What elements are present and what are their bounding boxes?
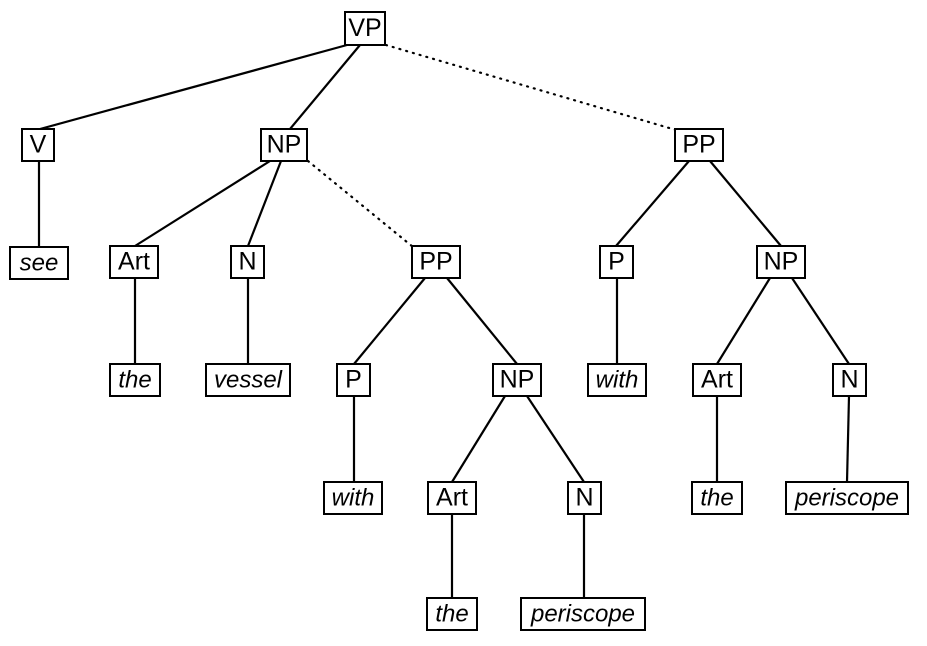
node-box-n_mid — [567, 481, 602, 515]
node-box-v — [21, 128, 55, 162]
node-box-np_mid — [492, 363, 542, 397]
tree-edge-np1-n1 — [246, 160, 283, 247]
node-label-the_r: the — [700, 484, 733, 511]
node-box-the_r — [691, 481, 743, 515]
tree-node-v[interactable]: V — [21, 128, 55, 162]
node-box-n1 — [230, 245, 265, 279]
node-label-np_right: NP — [764, 248, 799, 276]
node-label-pp_mid: PP — [419, 248, 452, 276]
tree-node-np_mid[interactable]: NP — [492, 363, 542, 397]
tree-edge-n_right-peri_r — [845, 395, 851, 483]
tree-node-the_r[interactable]: the — [691, 481, 743, 515]
node-label-np1: NP — [267, 131, 302, 159]
node-label-p_right: P — [608, 248, 625, 276]
node-box-np1 — [260, 128, 308, 162]
node-box-with_r — [587, 363, 647, 397]
tree-node-n1[interactable]: N — [230, 245, 265, 279]
tree-node-pp_mid[interactable]: PP — [411, 245, 461, 279]
node-box-vessel — [205, 363, 291, 397]
tree-edge-vp-pp_right — [384, 43, 678, 132]
tree-edge-np_right-art_right — [716, 277, 771, 365]
tree-node-with_r[interactable]: with — [587, 363, 647, 397]
tree-edge-np_mid-n_mid — [526, 395, 585, 483]
node-label-art1: Art — [118, 248, 150, 276]
node-box-pp_right — [674, 128, 724, 162]
tree-edge-pp_mid-p_mid — [353, 277, 426, 365]
node-label-peri_m: periscope — [530, 600, 635, 627]
tree-node-the_m[interactable]: the — [426, 597, 478, 631]
node-label-np_mid: NP — [500, 366, 535, 394]
tree-node-p_right[interactable]: P — [599, 245, 634, 279]
node-box-see — [9, 246, 69, 280]
tree-node-art1[interactable]: Art — [109, 245, 159, 279]
tree-node-peri_r[interactable]: periscope — [785, 481, 909, 515]
node-box-with_m — [323, 481, 383, 515]
node-label-vp: VP — [348, 14, 381, 42]
node-box-art1 — [109, 245, 159, 279]
node-label-with_m: with — [332, 484, 375, 511]
tree-node-n_right[interactable]: N — [832, 363, 867, 397]
tree-edge-pp_right-p_right — [615, 160, 690, 247]
node-label-see: see — [20, 249, 59, 276]
node-box-n_right — [832, 363, 867, 397]
tree-node-np_right[interactable]: NP — [756, 245, 806, 279]
node-box-the1 — [109, 363, 161, 397]
node-box-pp_mid — [411, 245, 461, 279]
node-label-pp_right: PP — [682, 131, 715, 159]
node-box-peri_r — [785, 481, 909, 515]
tree-node-with_m[interactable]: with — [323, 481, 383, 515]
tree-edge-vp-v — [39, 43, 348, 131]
node-box-art_right — [692, 363, 742, 397]
tree-node-np1[interactable]: NP — [260, 128, 308, 162]
node-label-n1: N — [238, 248, 256, 276]
node-box-vp — [344, 11, 386, 46]
tree-edge-np_right-n_right — [791, 277, 850, 365]
node-box-art_mid — [427, 481, 477, 515]
edge-layer — [37, 43, 851, 598]
tree-node-n_mid[interactable]: N — [567, 481, 602, 515]
tree-edge-pp_mid-np_mid — [446, 277, 518, 365]
node-label-vessel: vessel — [214, 366, 283, 393]
node-label-n_right: N — [840, 366, 858, 394]
node-label-n_mid: N — [575, 484, 593, 512]
tree-edge-pp_right-np_right — [709, 160, 782, 247]
node-label-art_mid: Art — [436, 484, 468, 512]
tree-node-vessel[interactable]: vessel — [205, 363, 291, 397]
tree-node-see[interactable]: see — [9, 246, 69, 280]
tree-node-the1[interactable]: the — [109, 363, 161, 397]
node-label-the1: the — [118, 366, 151, 393]
node-label-p_mid: P — [345, 366, 362, 394]
node-label-peri_r: periscope — [794, 484, 899, 511]
tree-node-art_right[interactable]: Art — [692, 363, 742, 397]
node-label-v: V — [30, 131, 47, 159]
node-label-the_m: the — [435, 600, 468, 627]
tree-edge-np1-art1 — [134, 160, 271, 247]
node-box-the_m — [426, 597, 478, 631]
tree-node-art_mid[interactable]: Art — [427, 481, 477, 515]
tree-node-vp[interactable]: VP — [344, 11, 386, 46]
tree-node-peri_m[interactable]: periscope — [520, 597, 646, 631]
node-box-p_right — [599, 245, 634, 279]
node-label-art_right: Art — [701, 366, 733, 394]
tree-edge-np1-pp_mid — [306, 159, 415, 249]
node-label-with_r: with — [596, 366, 639, 393]
tree-edge-vp-np1 — [289, 44, 361, 130]
node-box-peri_m — [520, 597, 646, 631]
tree-node-pp_right[interactable]: PP — [674, 128, 724, 162]
tree-edge-np_mid-art_mid — [451, 395, 506, 483]
tree-node-p_mid[interactable]: P — [336, 363, 371, 397]
node-box-np_right — [756, 245, 806, 279]
node-box-p_mid — [336, 363, 371, 397]
